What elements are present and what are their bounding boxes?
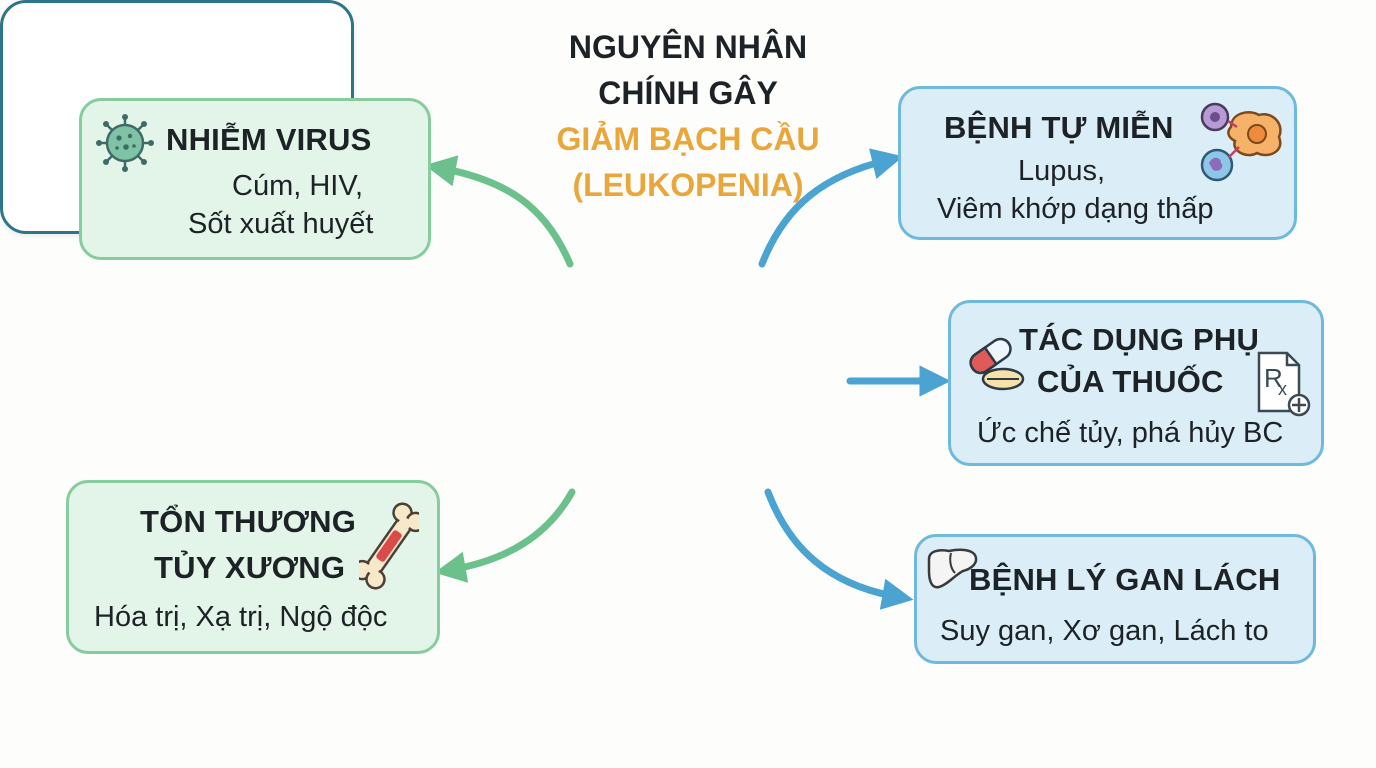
liver-desc: Suy gan, Xơ gan, Lách to xyxy=(940,615,1269,647)
arrow-to-liver xyxy=(764,488,914,610)
bone-icon xyxy=(359,502,419,590)
virus-desc-line2: Sốt xuất huyết xyxy=(188,208,374,240)
drug-side-effects-node: TÁC DỤNG PHỤ CỦA THUỐC R x Ức chế tủy, p… xyxy=(948,300,1324,466)
autoimmune-desc-line2: Viêm khớp dạng thấp xyxy=(937,193,1214,225)
liver-title: BỆNH LÝ GAN LÁCH xyxy=(969,562,1281,597)
drugs-title-line1: TÁC DỤNG PHỤ xyxy=(1019,322,1260,357)
liver-icon xyxy=(927,548,978,589)
virus-node: NHIỄM VIRUS Cúm, HIV, Sốt xuất huyết xyxy=(79,98,431,260)
arrow-to-virus xyxy=(424,155,574,268)
marrow-title-line2: TỦY XƯƠNG xyxy=(154,550,346,585)
autoimmune-node: BỆNH TỰ MIỄN Lupus, Viêm khớp dạng thấp xyxy=(898,86,1297,240)
center-title-line2: CHÍNH GÂY xyxy=(598,75,778,111)
virus-icon xyxy=(96,114,154,172)
virus-desc-line1: Cúm, HIV, xyxy=(232,170,364,202)
svg-text:R: R xyxy=(1264,363,1283,393)
autoimmune-desc-line1: Lupus, xyxy=(1018,155,1106,187)
prescription-icon: R x xyxy=(1257,351,1311,417)
center-title-line1: NGUYÊN NHÂN xyxy=(568,29,808,65)
drugs-title-line2: CỦA THUỐC xyxy=(1037,364,1224,399)
drugs-desc: Ức chế tủy, phá hủy BC xyxy=(977,417,1284,449)
bone-marrow-node: TỔN THƯƠNG TỦY XƯƠNG Hóa trị, Xạ trị, Ng… xyxy=(66,480,440,654)
pills-icon xyxy=(969,337,1025,391)
svg-text:x: x xyxy=(1278,379,1287,399)
center-title-line4: (LEUKOPENIA) xyxy=(572,167,804,203)
arrow-to-autoimmune xyxy=(758,148,904,268)
marrow-title-line1: TỔN THƯƠNG xyxy=(140,504,357,539)
virus-title: NHIỄM VIRUS xyxy=(166,122,372,157)
arrow-to-marrow xyxy=(434,488,576,583)
autoimmune-title: BỆNH TỰ MIỄN xyxy=(944,110,1174,145)
liver-spleen-node: BỆNH LÝ GAN LÁCH Suy gan, Xơ gan, Lách t… xyxy=(914,534,1316,664)
center-title-line3: GIẢM BẠCH CẦU xyxy=(556,121,820,157)
cells-icon xyxy=(1200,102,1282,182)
marrow-desc: Hóa trị, Xạ trị, Ngộ độc xyxy=(94,601,388,633)
